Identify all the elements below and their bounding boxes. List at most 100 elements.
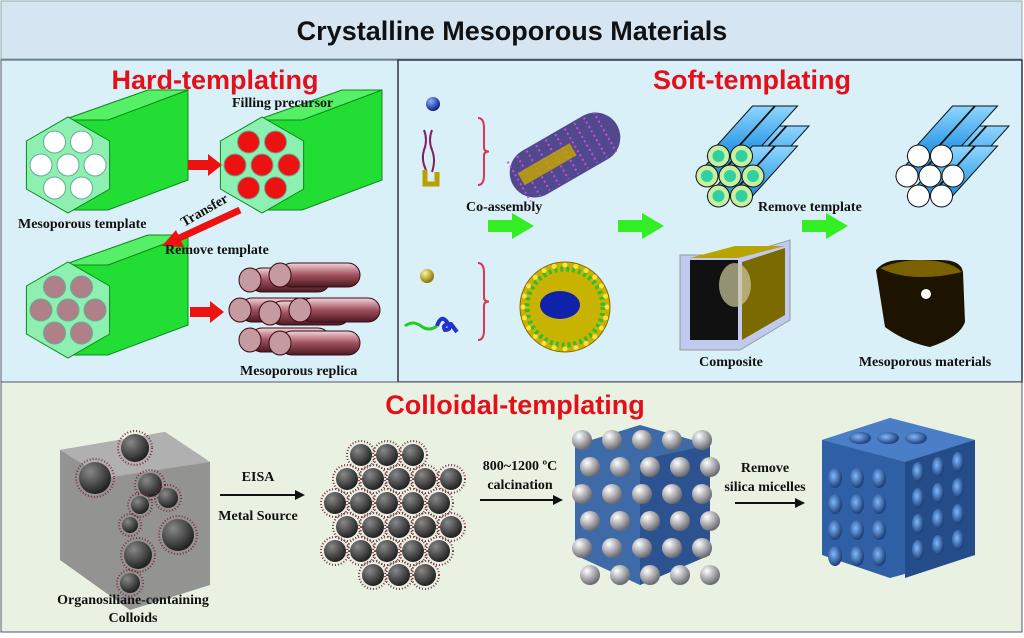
rod-body [279,330,361,356]
brace-icon [477,117,490,186]
silica-sphere [572,430,592,450]
silica-sphere [632,484,652,504]
micelle-dot [551,263,557,269]
silica-sphere [662,538,682,558]
cylindrical-micelle [506,111,621,202]
colloid-particle [440,468,462,490]
colloid-corona [424,488,454,518]
colloid-particle [362,468,384,490]
colloid-particle [376,444,398,466]
colloid-corona [358,512,388,542]
colloid-corona [372,440,402,470]
silica-sphere [662,430,682,450]
red-arrow-filling [188,154,222,176]
pore [70,130,93,154]
colloidal-templating-heading: Colloidal-templating [385,390,645,420]
colloid-corona [346,536,376,566]
colloid-corona [346,440,376,470]
micelle-dot [520,304,526,310]
red-arrow-transfer [173,206,242,244]
pore [912,462,924,482]
colloid-corona [384,560,414,590]
template-core [712,150,725,162]
composite-tube-bundle [694,105,811,208]
silica-sphere [632,538,652,558]
pore [277,153,301,177]
colloid-corona [154,484,182,512]
tube-end [918,164,942,188]
colloid-corona [358,464,388,494]
colloid-particle [440,516,462,538]
colloid-corona [398,488,428,518]
pore [83,153,107,177]
colloid-particle [350,540,372,562]
colloid-particle [158,488,178,508]
tube-end [930,144,953,168]
mesoporous-replica-label: Mesoporous replica [240,364,357,379]
cube-pore [719,263,751,307]
colloid-corona [346,488,376,518]
colloid-corona [75,458,115,498]
red-arrow-remove [190,301,224,323]
pore [70,176,93,200]
pore [850,520,864,540]
tube-end [895,164,919,188]
tube-end [907,184,930,208]
silica-sphere [632,430,652,450]
silica-sphere [700,457,720,477]
colloid-corona [398,440,428,470]
colloid-cube [60,430,210,610]
pore [29,153,53,177]
silica-sphere [580,457,600,477]
micelle-dot [598,325,604,331]
colloid-corona [120,537,156,573]
micelle-dot [541,340,547,346]
micelle-dot [521,315,527,321]
pore [250,153,274,177]
pore [905,432,927,444]
calcination-label: calcination [487,478,553,493]
colloid-particle [402,492,424,514]
micelle-dot [603,293,609,299]
micelle-dot [526,283,532,289]
pore [56,153,80,177]
micelle-dot [573,263,579,269]
material-body [876,260,965,347]
pore [877,432,899,444]
soft-templating-heading: Soft-templating [653,65,851,95]
arrow-calcination-head [553,495,563,505]
pore [932,483,944,503]
silica-sphere [640,511,660,531]
pore [952,504,964,524]
colloid-particle [402,444,424,466]
micelle-core [540,291,580,319]
pore [223,153,247,177]
pore [828,468,842,488]
silica-sphere [602,538,622,558]
pore [912,514,924,534]
micelle-dot [541,268,547,274]
filled-template [219,89,383,214]
colloid-particle [414,516,436,538]
template-top [62,89,189,121]
block-copolymer-blue-icon [435,316,459,334]
colloid-corona [320,488,350,518]
template-core [724,170,736,182]
colloid-corona [410,512,440,542]
silica-sphere [602,484,622,504]
mesoporous-template-label: Mesoporous template [18,217,146,232]
silica-sphere [692,430,712,450]
colloid-corona [436,464,466,494]
micelle-dot [532,334,538,340]
pore [264,130,287,154]
colloid-corona [116,569,144,597]
micelle-dot [562,262,568,268]
pore [70,321,93,345]
template-core [735,190,748,202]
colloid-corona [410,560,440,590]
micelle-dot [551,345,557,351]
replica-rod [288,297,381,323]
composite-cube [679,239,791,351]
micelle-core [517,143,577,186]
silica-sphere [700,511,720,531]
